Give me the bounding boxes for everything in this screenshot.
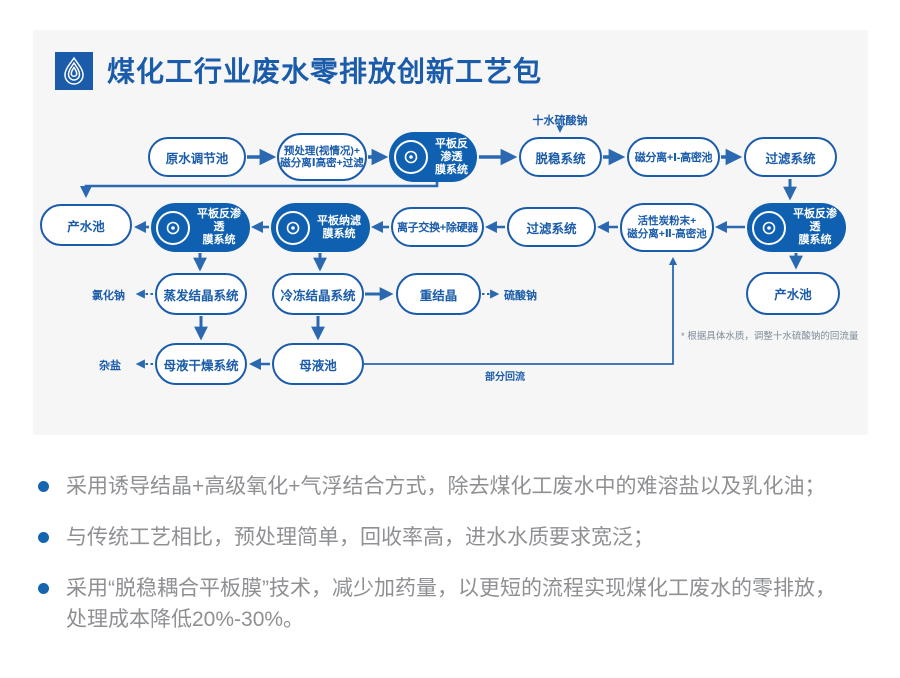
node-flat-ro-membrane-right: 平板反渗透膜系统 (747, 203, 846, 252)
node-label: 平板反渗透膜系统 (197, 208, 241, 246)
membrane-disc-icon (275, 210, 311, 246)
node-product-water-tank-right: 产水池 (746, 272, 840, 315)
node-mother-liquor-pool: 母液池 (272, 343, 364, 385)
node-destabilization-system: 脱稳系统 (519, 137, 602, 177)
bullet-text: 采用诱导结晶+高级氧化+气浮结合方式，除去煤化工废水中的难溶盐以及乳化油； (66, 475, 826, 498)
node-activated-carbon-magsep-2: 活性炭粉末+磁分离+Ⅱ-高密池 (620, 203, 714, 252)
label-nacl: 氯化钠 (92, 290, 125, 302)
bullet-dot-icon (38, 481, 49, 492)
node-freeze-crystallization: 冷冻结晶系统 (272, 273, 364, 315)
bullet-dot-icon (38, 583, 49, 594)
water-drop-logo-icon (55, 52, 93, 90)
node-label: 脱稳系统 (535, 151, 586, 166)
footnote: * 根据具体水质，调整十水硫酸钠的回流量 (681, 331, 859, 342)
node-label: 母液池 (299, 358, 337, 373)
node-magnetic-separation-1: 磁分离+Ⅰ-高密池 (627, 137, 720, 177)
node-pretreatment: 预处理(视情况)+磁分离Ⅰ高密+过滤 (277, 133, 367, 181)
node-label: 活性炭粉末+磁分离+Ⅱ-高密池 (627, 215, 707, 240)
diagram-card: 煤化工行业废水零排放创新工艺包 (33, 30, 868, 435)
membrane-disc-icon (155, 210, 191, 246)
bullet-item: 采用“脱稳耦合平板膜”技术，减少加药量，以更短的流程实现煤化工废水的零排放，处理… (38, 573, 838, 635)
bullet-dot-icon (38, 532, 49, 543)
bullet-text: 采用“脱稳耦合平板膜”技术，减少加药量，以更短的流程实现煤化工废水的零排放，处理… (66, 577, 836, 631)
membrane-disc-icon (393, 139, 429, 175)
bullet-item: 采用诱导结晶+高级氧化+气浮结合方式，除去煤化工废水中的难溶盐以及乳化油； (38, 471, 838, 502)
node-ion-exchange: 离子交换+除硬器 (391, 207, 484, 247)
node-label: 平板反渗透膜系统 (793, 208, 837, 246)
node-label: 离子交换+除硬器 (396, 222, 479, 234)
node-filter-system-mid: 过滤系统 (507, 207, 596, 247)
node-product-water-tank-left: 产水池 (40, 204, 132, 246)
node-label: 过滤系统 (526, 221, 577, 236)
membrane-disc-icon (751, 210, 787, 246)
node-label: 产水池 (774, 288, 812, 302)
label-partial-reflux: 部分回流 (485, 372, 525, 383)
bullet-list: 采用诱导结晶+高级氧化+气浮结合方式，除去煤化工废水中的难溶盐以及乳化油； 与传… (38, 471, 838, 655)
bullet-item: 与传统工艺相比，预处理简单，回收率高，进水水质要求宽泛； (38, 522, 838, 553)
permeate-line (80, 182, 439, 198)
label-mixed-salt: 杂盐 (99, 360, 121, 372)
node-label: 重结晶 (419, 288, 458, 303)
bullet-text: 与传统工艺相比，预处理简单，回收率高，进水水质要求宽泛； (66, 526, 654, 549)
node-flat-ro-membrane-left: 平板反渗透膜系统 (151, 203, 250, 252)
page-title: 煤化工行业废水零排放创新工艺包 (107, 56, 543, 87)
node-label: 平板反渗透膜系统 (435, 137, 468, 176)
node-label: 预处理(视情况)+磁分离Ⅰ高密+过滤 (280, 144, 364, 170)
node-label: 产水池 (67, 219, 105, 234)
node-evaporation-crystallization: 蒸发结晶系统 (155, 273, 247, 315)
label-na2so4: 硫酸钠 (504, 290, 537, 302)
node-label: 冷冻结晶系统 (280, 288, 356, 303)
node-recrystallization: 重结晶 (396, 273, 481, 315)
node-raw-water-tank: 原水调节池 (148, 137, 246, 177)
node-label: 平板纳滤膜系统 (317, 214, 361, 240)
node-label: 过滤系统 (765, 151, 816, 166)
node-filter-system-top: 过滤系统 (744, 137, 837, 177)
node-label: 母液干燥系统 (163, 358, 239, 373)
node-label: 磁分离+Ⅰ-高密池 (634, 152, 713, 164)
label-sodium-sulfate-feed: 十水硫酸钠 (532, 115, 588, 127)
node-label: 原水调节池 (165, 151, 229, 166)
node-flat-ro-membrane-top: 平板反渗透膜系统 (389, 132, 477, 182)
node-mother-liquor-drying: 母液干燥系统 (155, 343, 247, 385)
node-label: 蒸发结晶系统 (163, 288, 239, 303)
node-flat-nf-membrane: 平板纳滤膜系统 (271, 203, 370, 252)
